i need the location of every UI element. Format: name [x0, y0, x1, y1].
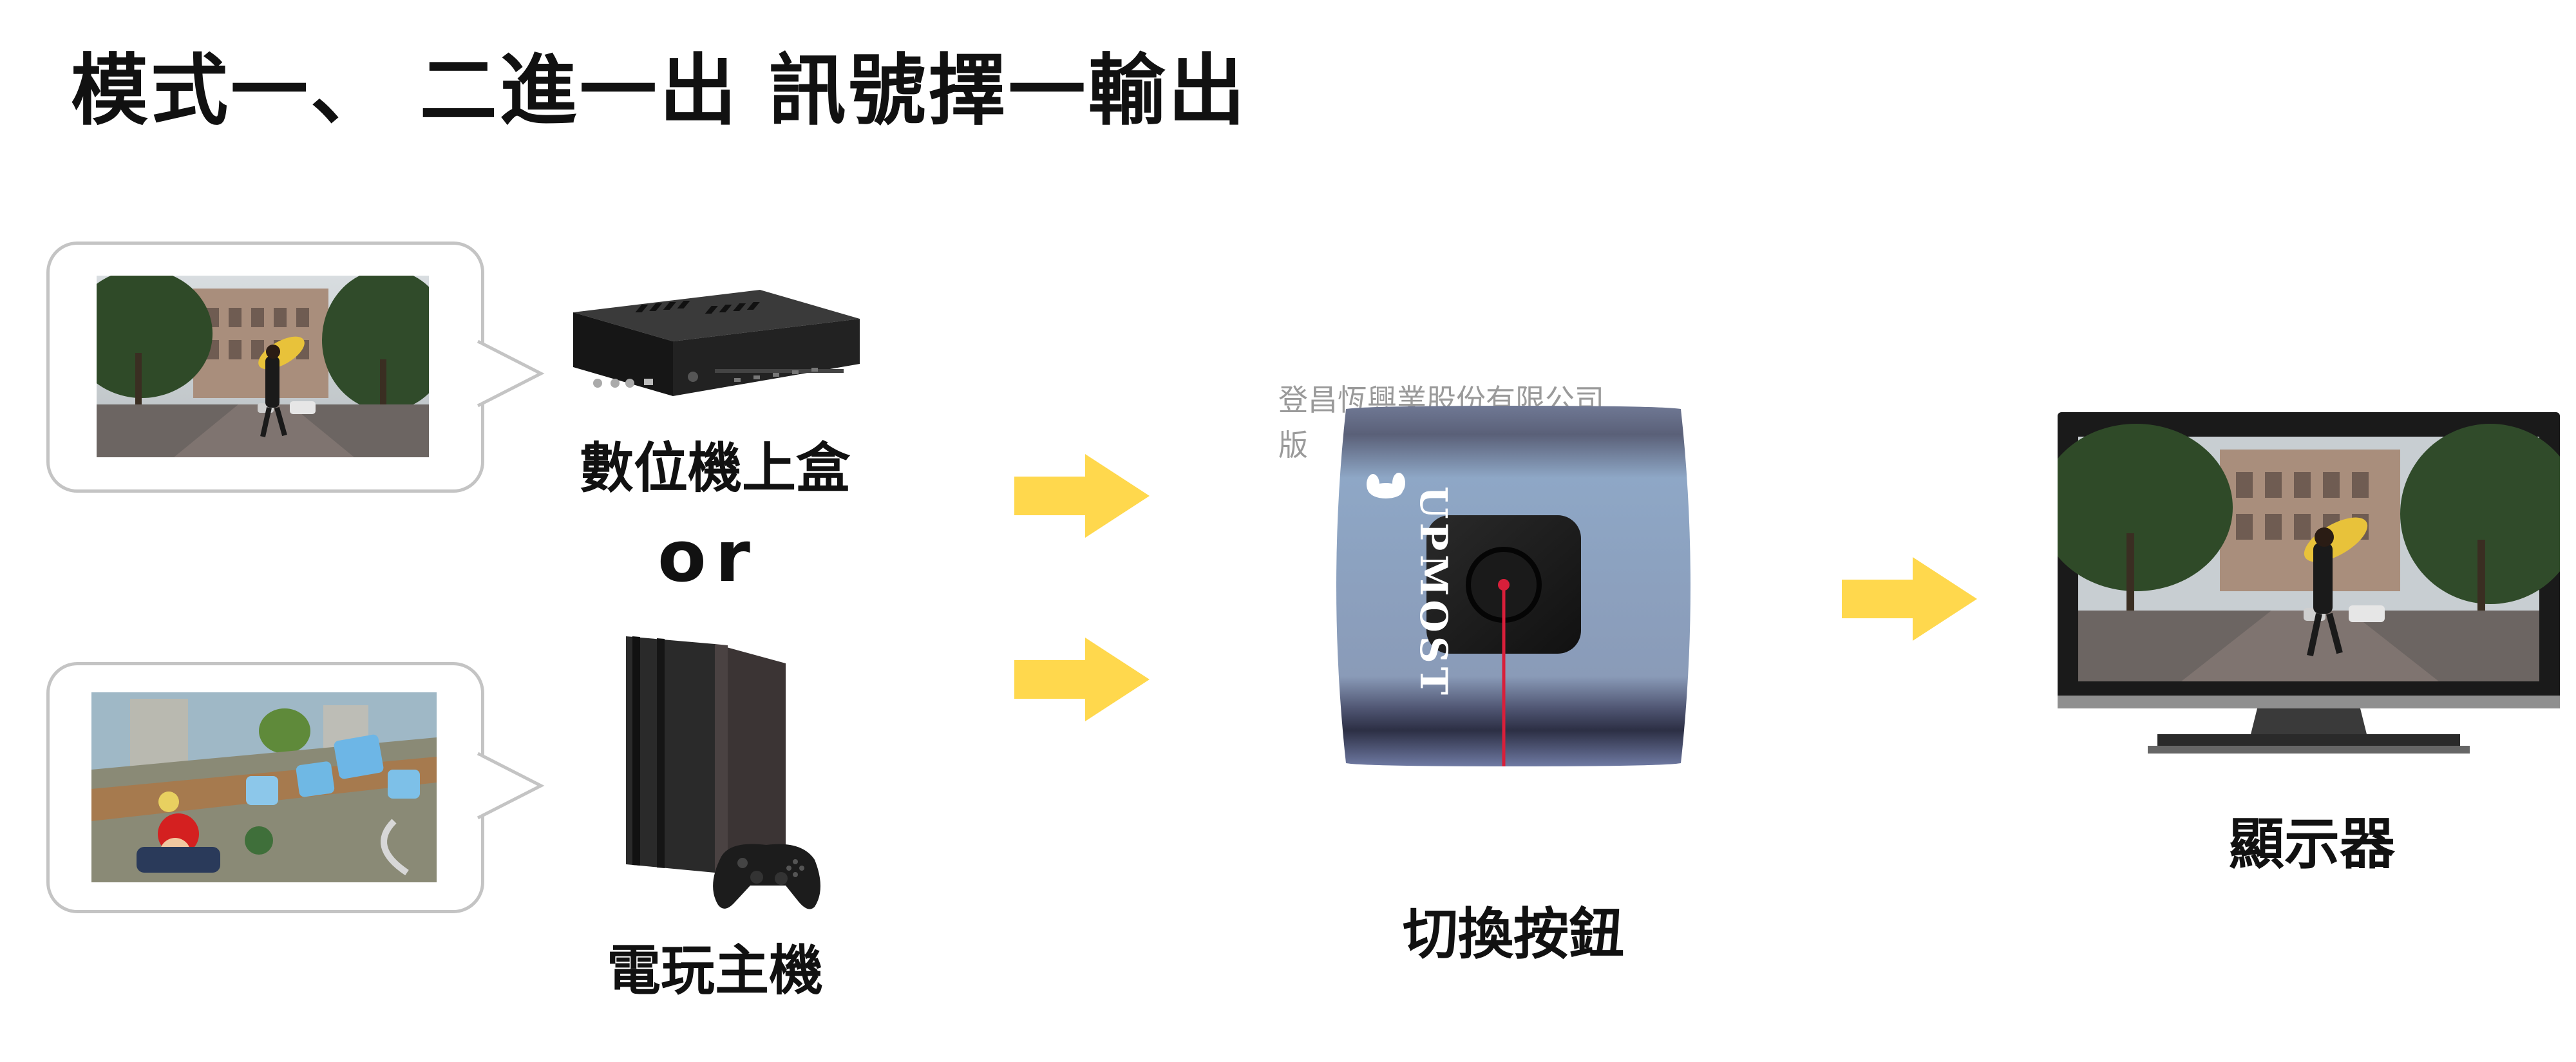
gamepad-icon — [713, 844, 820, 909]
game-console-label: 電玩主機 — [606, 939, 823, 1002]
speech-bubble-icon — [477, 752, 545, 820]
street-scene-thumbnail-top — [97, 276, 429, 457]
display-label: 顯示器 — [2229, 812, 2395, 877]
arrow-right-icon — [1014, 454, 1150, 538]
arrow-right-icon — [1014, 638, 1150, 721]
set-top-box-label: 數位機上盒 — [579, 437, 850, 500]
or-label: or — [658, 515, 759, 598]
brand-logo-text: UPMOST — [1412, 486, 1455, 699]
watermark-char-1: 版 — [1278, 428, 1308, 462]
switch-button-label: 切換按鈕 — [1403, 902, 1624, 967]
monitor-icon — [2058, 412, 2560, 754]
game-console-icon — [626, 636, 786, 882]
arrow-right-icon — [1842, 557, 1977, 641]
speech-bubble-icon — [477, 339, 545, 408]
set-top-box-icon — [573, 290, 860, 396]
switch-device — [1336, 406, 1690, 766]
page-title: 模式一、 二進一出 訊號擇一輸出 — [71, 46, 1248, 136]
kart-game-thumbnail — [91, 692, 437, 882]
